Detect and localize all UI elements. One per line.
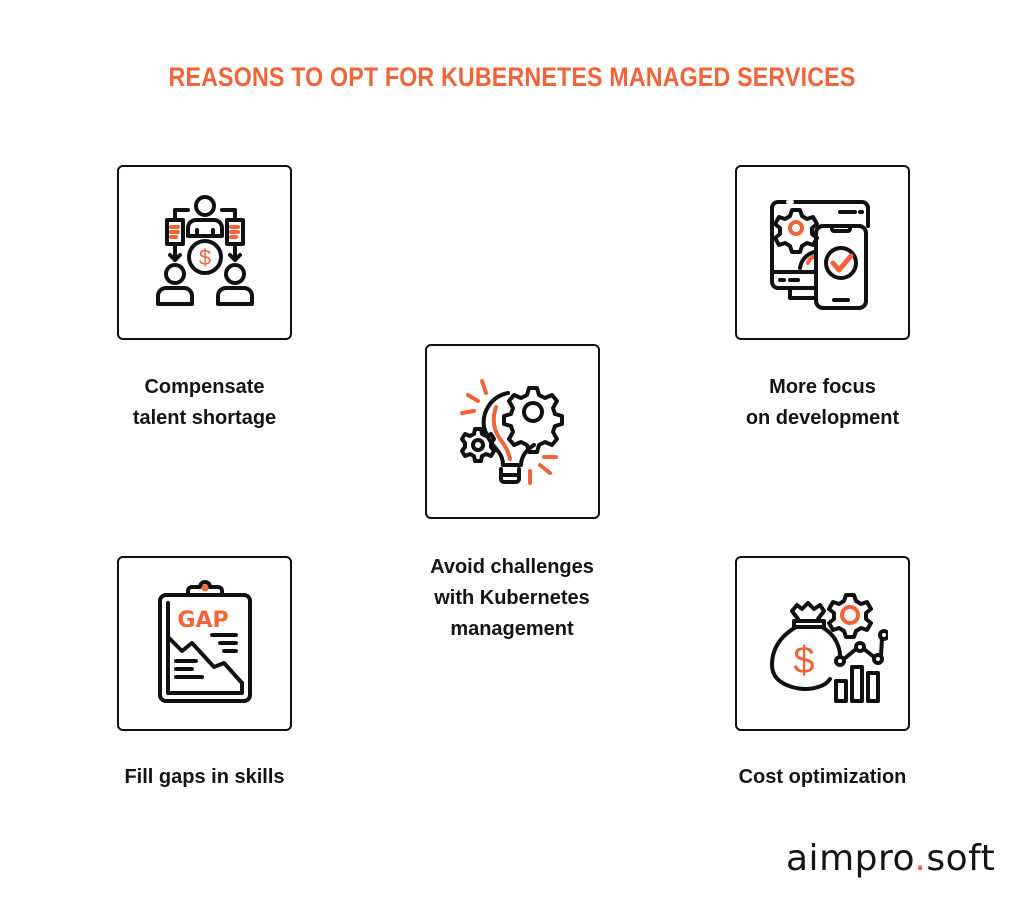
card-icon-box-cost: $ xyxy=(735,556,910,731)
card-icon-box-talent: $ xyxy=(117,165,292,340)
card-label-cost: Cost optimization xyxy=(738,766,907,788)
brand-logo: aimpro.soft xyxy=(786,838,995,879)
svg-text:$: $ xyxy=(198,245,210,270)
team-money-flow-icon: $ xyxy=(155,194,254,306)
card-icon-box-development xyxy=(735,165,910,340)
page-title: REASONS TO OPT FOR KUBERNETES MANAGED SE… xyxy=(168,62,856,92)
card-label-challenges: Avoid challenges with Kubernetes managem… xyxy=(430,556,594,640)
card-icon-box-challenges xyxy=(425,344,600,519)
svg-text:GAP: GAP xyxy=(177,608,228,633)
card-icon-box-skills: GAP xyxy=(117,556,292,731)
lightbulb-gears-icon xyxy=(459,378,564,485)
money-bag-chart-gear-icon: $ xyxy=(769,592,888,703)
svg-text:$: $ xyxy=(793,640,814,682)
card-label-development: More focus on development xyxy=(745,376,900,429)
logo-text-soft: soft xyxy=(926,838,996,879)
logo-dot: . xyxy=(914,838,927,879)
card-label-talent: Compensate talent shortage xyxy=(132,376,277,429)
clipboard-gap-icon: GAP xyxy=(157,579,252,703)
card-label-skills: Fill gaps in skills xyxy=(124,766,285,788)
logo-text-aimpro: aimpro xyxy=(786,838,915,879)
monitor-phone-gear-check-icon xyxy=(769,199,870,310)
